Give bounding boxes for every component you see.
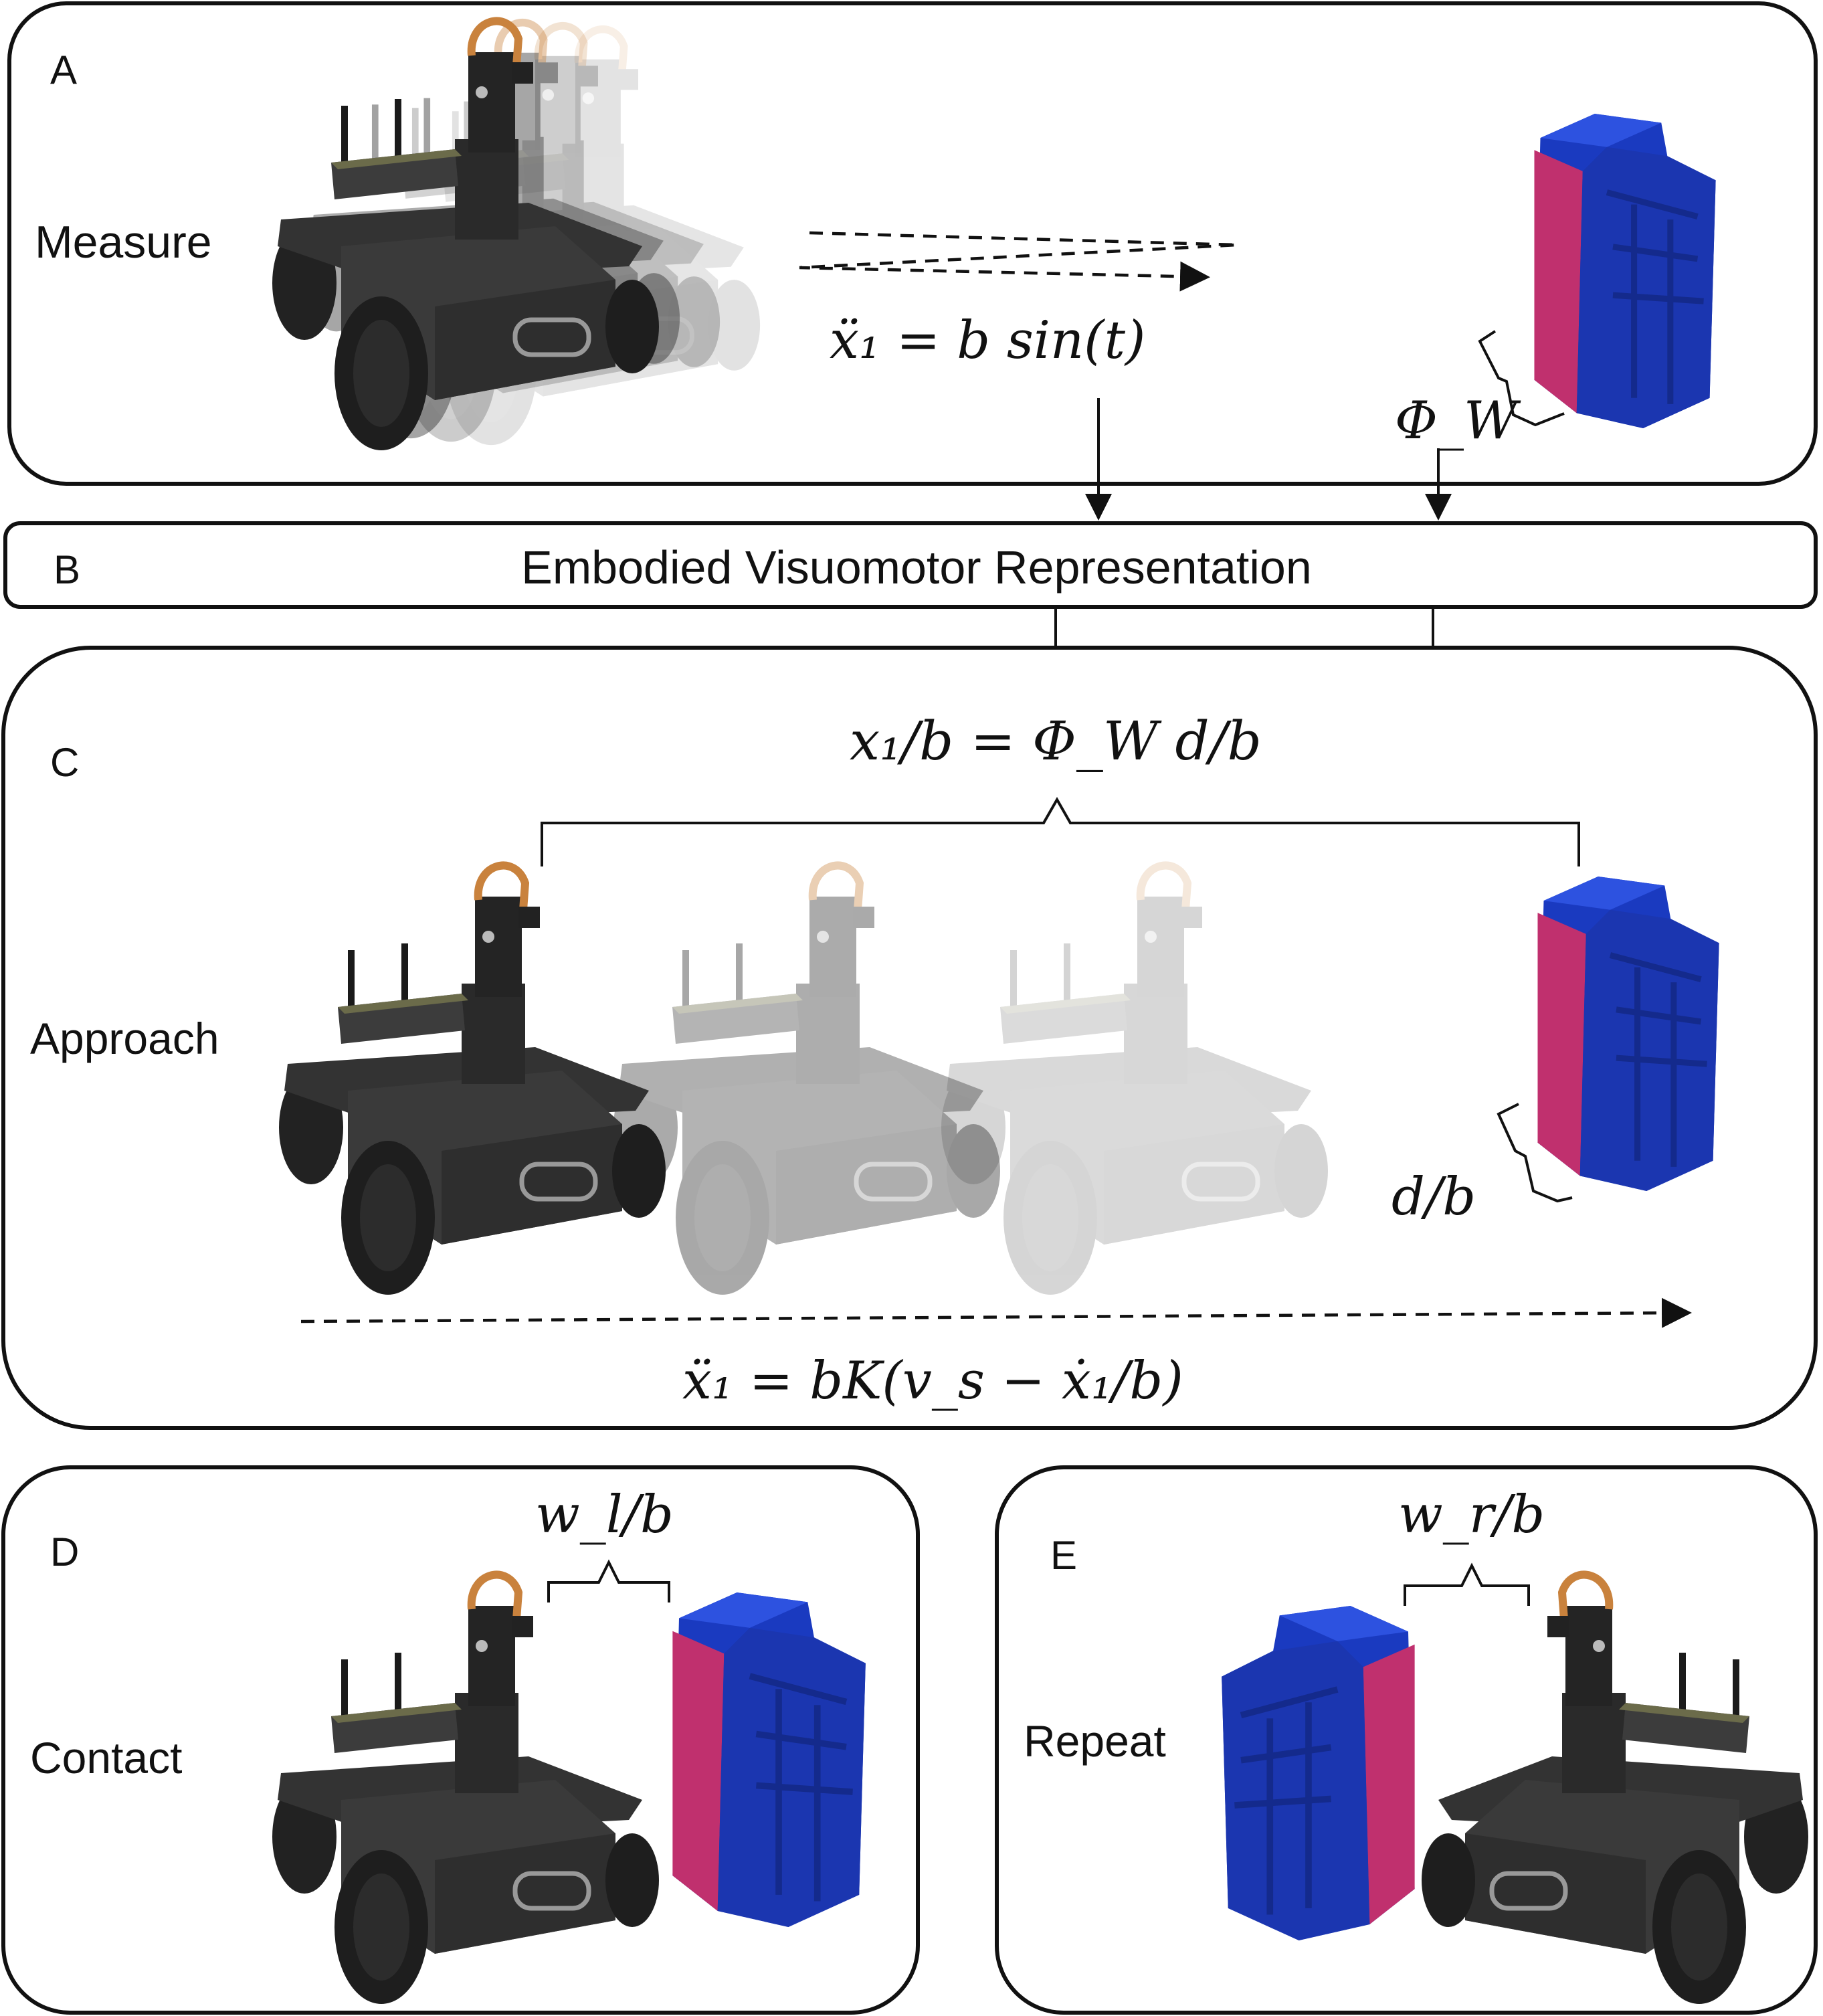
panel-a: A Measure ẍ₁ = b sin(t) Φ_W bbox=[7, 1, 1818, 486]
panel-d-letter: D bbox=[50, 1530, 79, 1574]
panel-b-letter: B bbox=[54, 547, 80, 592]
width-right-brace bbox=[1404, 1562, 1530, 1606]
panel-a-label: Measure bbox=[35, 217, 212, 268]
panel-d: D Contact w_l/b bbox=[1, 1465, 920, 2015]
motion-arrow-measure bbox=[799, 231, 1238, 292]
panel-a-letter: A bbox=[50, 48, 77, 92]
dist-label: d/b bbox=[1392, 1167, 1476, 1227]
panel-e-letter: E bbox=[1050, 1533, 1077, 1578]
equation-ratio: x₁/b = Φ_W d/b bbox=[850, 710, 1262, 772]
width-left-label: w_l/b bbox=[535, 1485, 674, 1545]
width-left-brace bbox=[547, 1559, 670, 1602]
panel-c: C Approach x₁/b = Φ_W d/b d/b ẍ₁ = bK(v_… bbox=[1, 646, 1818, 1430]
panel-b: B Embodied Visuomotor Representation bbox=[3, 521, 1818, 609]
equation-measure: ẍ₁ = b sin(t) bbox=[830, 310, 1145, 371]
equation-control: ẍ₁ = bK(v_s − ẋ₁/b) bbox=[682, 1351, 1183, 1411]
panel-b-label: Embodied Visuomotor Representation bbox=[521, 541, 1312, 593]
phi-label: Φ_W bbox=[1395, 391, 1521, 451]
panel-e-label: Repeat bbox=[1024, 1716, 1166, 1766]
panel-c-label: Approach bbox=[30, 1014, 219, 1063]
panel-c-letter: C bbox=[50, 740, 79, 785]
panel-d-label: Contact bbox=[30, 1733, 182, 1782]
dist-brace bbox=[1497, 1103, 1573, 1203]
motion-arrow-approach bbox=[300, 1297, 1692, 1328]
width-right-label: w_r/b bbox=[1398, 1485, 1545, 1545]
panel-b-frame bbox=[3, 521, 1818, 609]
panel-e: E Repeat w_r/b bbox=[995, 1465, 1818, 2015]
phi-brace bbox=[1478, 330, 1565, 427]
distance-brace bbox=[541, 796, 1580, 866]
